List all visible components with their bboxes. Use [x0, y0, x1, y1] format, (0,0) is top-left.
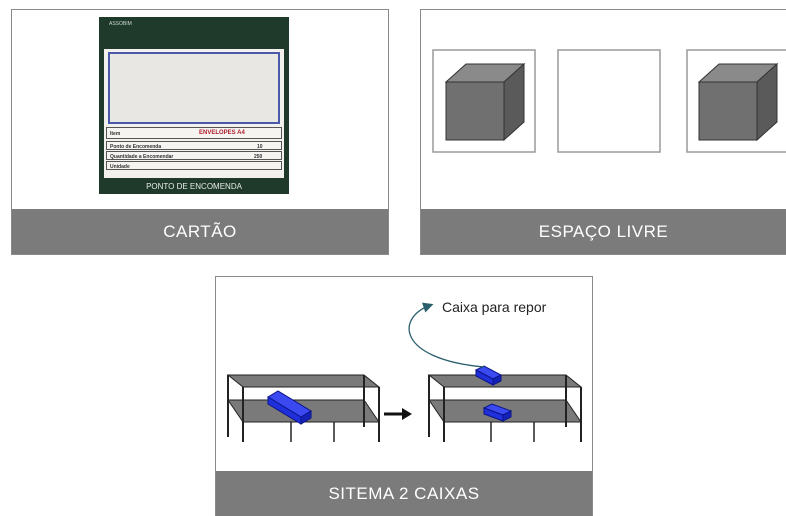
blue-bin-icon: [474, 365, 503, 386]
card-row: Quantidade a Encomendar 250: [106, 151, 282, 160]
blue-bin-icon: [482, 403, 513, 422]
annotation-caixa-para-repor: Caixa para repor: [442, 299, 547, 315]
card-item-label: Item: [110, 131, 121, 137]
card-row-label: Quantidade a Encomendar: [110, 154, 174, 160]
sistema-caption: SITEMA 2 CAIXAS: [216, 471, 592, 516]
sistema-illustration: [226, 302, 583, 442]
card-row: Ponto de Encomenda 10: [106, 141, 282, 150]
blue-bin-icon: [267, 390, 312, 425]
card-item-value: ENVELOPES A4: [199, 130, 245, 136]
espaco-livre-caption: ESPAÇO LIVRE: [421, 209, 786, 254]
slot-frame-empty: [557, 49, 661, 153]
box-icon: [697, 62, 779, 142]
sistema-panel: Caixa para repor SITEMA 2 CAIXAS: [215, 276, 593, 516]
card-row-value: 250: [254, 154, 263, 160]
card-window: [108, 52, 280, 124]
espaco-livre-illustration: [432, 49, 786, 153]
arrow-right-icon: [384, 408, 412, 420]
box-icon: [444, 62, 526, 142]
kanban-card-photo: ASSOBIM Item ENVELOPES A4 Ponto de Encom…: [99, 17, 289, 194]
cartao-panel: ASSOBIM Item ENVELOPES A4 Ponto de Encom…: [11, 9, 389, 255]
cartao-caption: CARTÃO: [12, 209, 388, 254]
espaco-livre-panel: ESPAÇO LIVRE: [420, 9, 786, 255]
card-item-row: Item ENVELOPES A4: [106, 127, 282, 139]
card-row-label: Unidade: [110, 164, 130, 170]
curved-arrow-icon: [408, 302, 485, 368]
card-logo: ASSOBIM: [109, 21, 132, 27]
card-body: Item ENVELOPES A4 Ponto de Encomenda 10 …: [104, 49, 284, 178]
card-row: Unidade: [106, 161, 282, 170]
card-row-value: 10: [257, 144, 263, 150]
card-row-label: Ponto de Encomenda: [110, 144, 162, 150]
card-footer: PONTO DE ENCOMENDA: [146, 182, 242, 191]
